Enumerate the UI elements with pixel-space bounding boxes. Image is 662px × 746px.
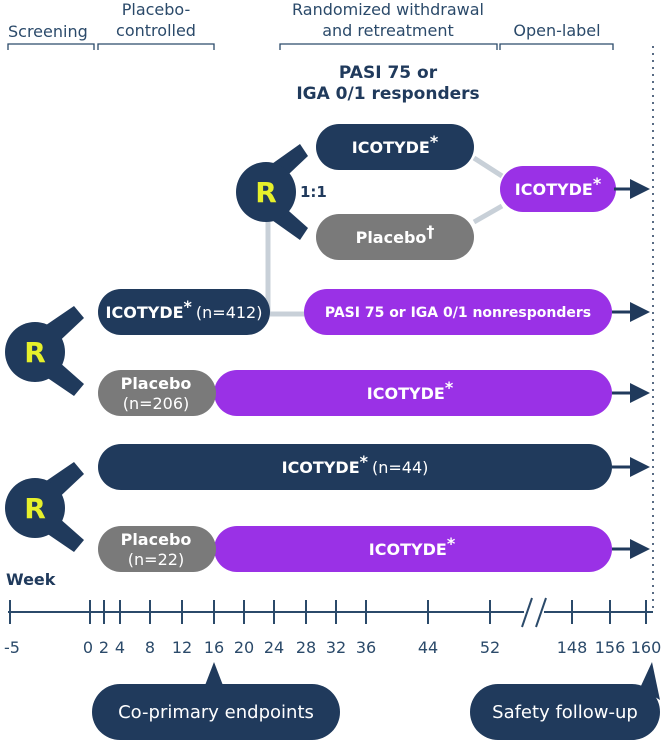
randomization-circle [5,322,65,382]
tick-label: 20 [234,638,254,657]
randomization-cohort-1: R [5,306,84,396]
tick-label: 12 [172,638,192,657]
tick-label: 0 [83,638,93,657]
tick-label: 160 [631,638,662,657]
randomization-letter: R [24,336,46,369]
axis-break-mark [521,597,533,628]
tick-label: 148 [557,638,588,657]
arm-icotyde-412-label: ICOTYDE*(n=412) [106,297,263,322]
arm-icotyde-withdrawal [316,124,474,170]
randomization-letter: R [255,176,277,209]
connector-lines [265,155,504,317]
arm-icotyde-open-label-label: ICOTYDE* [515,174,602,199]
tick-label: 52 [480,638,500,657]
callout-coprimary-endpoints: Co-primary endpoints [92,662,340,740]
callout-coprimary-text: Co-primary endpoints [118,702,314,723]
arm-icotyde-412 [98,289,270,335]
tick-label: 4 [115,638,125,657]
tick-label: 28 [296,638,316,657]
phase-headers: Screening Placebo- controlled Randomized… [7,0,614,50]
arm-placebo-206-label: Placebo [121,374,192,393]
arm-icotyde-after-placebo-22-label: ICOTYDE* [369,534,456,559]
arm-placebo-withdrawal-label: Placebo† [356,222,435,247]
randomization-letter: R [24,492,46,525]
phase-placebo-line1: Placebo- [122,0,191,19]
callout-safety-text: Safety follow-up [492,702,638,723]
tick-label: -5 [4,638,20,657]
arm-icotyde-44 [98,444,612,490]
phase-withdrawal-line1: Randomized withdrawal [292,0,484,19]
randomization-responders: R 1:1 [236,144,327,240]
arm-icotyde-after-placebo-22 [214,526,612,572]
phase-screening: Screening [8,22,88,41]
arm-placebo-withdrawal [316,214,474,260]
arm-icotyde-open-label [500,166,616,212]
arm-icotyde-44-label: ICOTYDE*(n=44) [282,452,429,477]
tick-label: 8 [145,638,155,657]
arm-placebo-206 [98,370,216,416]
randomization-cohort-2: R [5,462,84,552]
arm-icotyde-after-placebo-206 [214,370,612,416]
arm-icotyde-withdrawal-label: ICOTYDE* [352,132,439,157]
phase-placebo-line2: controlled [116,21,196,40]
randomization-circle [5,478,65,538]
tick-label: 156 [595,638,626,657]
arm-placebo-22-n: (n=22) [128,550,184,569]
arm-nonresponders [304,289,612,335]
tick-label: 36 [356,638,376,657]
responders-line2: IGA 0/1 responders [296,84,479,104]
bracket-placebo [97,43,215,50]
continuation-arrows [612,179,650,559]
tick-label: 24 [264,638,284,657]
bracket-open-label [499,43,614,50]
responders-line1: PASI 75 or [339,63,438,83]
tick-label: 2 [99,638,109,657]
randomization-circle [236,162,296,222]
bracket-withdrawal [279,43,498,50]
randomization-ratio: 1:1 [300,183,327,201]
tick-label: 32 [326,638,346,657]
bracket-screening [7,43,95,50]
arm-placebo-206-n: (n=206) [123,394,190,413]
arm-icotyde-after-placebo-206-label: ICOTYDE* [367,378,454,403]
arm-nonresponders-label: PASI 75 or IGA 0/1 nonresponders [325,305,591,321]
tick-label: 44 [418,638,438,657]
axis-label-week: Week [6,570,56,589]
arm-placebo-22 [98,526,216,572]
phase-withdrawal-line2: and retreatment [322,21,454,40]
axis-break-mark [535,597,547,628]
callout-safety-follow-up: Safety follow-up [470,662,660,740]
arm-placebo-22-label: Placebo [121,530,192,549]
phase-open-label: Open-label [513,21,600,40]
tick-label: 16 [204,638,224,657]
